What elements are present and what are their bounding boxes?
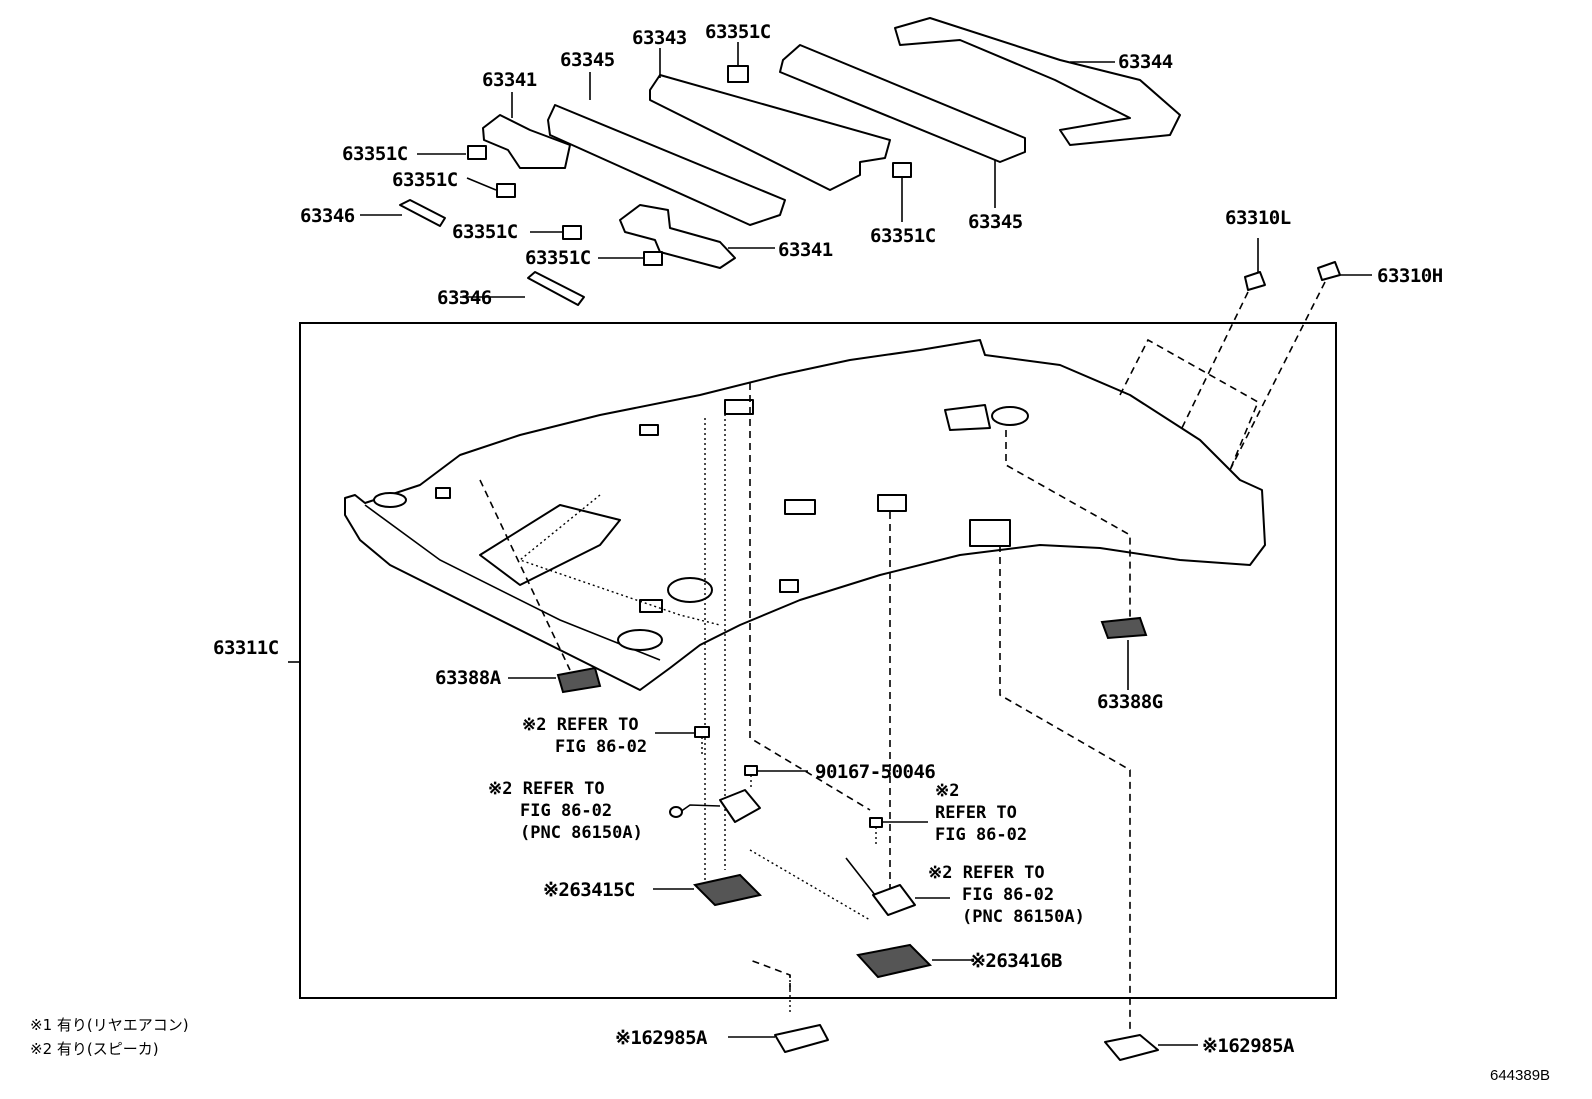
label-63310l: 63310L (1225, 207, 1291, 229)
label-63311c: 63311C (213, 637, 279, 659)
ref2-line2: FIG 86-02 (520, 801, 612, 821)
ref3-line2: REFER TO (935, 803, 1017, 823)
part-63416b-grille (856, 943, 972, 979)
label-63351c-b: 63351C (392, 169, 458, 191)
screw-90167-50046 (744, 765, 808, 790)
part-63351c-clips (467, 65, 912, 266)
label-63344: 63344 (1118, 51, 1173, 73)
ref4-line2: FIG 86-02 (962, 885, 1054, 905)
label-63341-mid: 63341 (778, 239, 833, 261)
ref1-line1: ※2 REFER TO (522, 715, 639, 735)
speaker-bracket-left (669, 789, 761, 823)
label-63351c-a: 63351C (342, 143, 408, 165)
ref3-line1: ※2 (935, 781, 959, 801)
label-63351c-c: 63351C (452, 221, 518, 243)
label-63310h: 63310H (1377, 265, 1443, 287)
part-63310h-clip (1317, 261, 1372, 281)
part-63344-pad (894, 17, 1181, 146)
label-62985a-right: ※162985A (1202, 1035, 1295, 1057)
part-63345-right-pad (779, 44, 1026, 163)
ref1-line2: FIG 86-02 (555, 737, 647, 757)
label-63388a: 63388A (435, 667, 502, 689)
label-63388g: 63388G (1097, 691, 1163, 713)
part-63310l-clip (1244, 238, 1266, 291)
screw-fig86-02-right (869, 817, 928, 845)
clip-dashed-lines (1119, 281, 1326, 471)
label-63343: 63343 (632, 27, 687, 49)
ref4-line3: (PNC 86150A) (962, 907, 1085, 927)
part-63388g-bracket (1100, 616, 1148, 690)
footnote-2: ※2 有り(スピーカ) (30, 1040, 159, 1058)
part-63346-strips (399, 199, 585, 306)
part-63341-upper-pad (482, 114, 571, 169)
connector-dashed-lines (479, 383, 1131, 1030)
label-63415c: ※263415C (543, 879, 635, 901)
ref2-line3: (PNC 86150A) (520, 823, 643, 843)
label-63346-a: 63346 (300, 205, 355, 227)
part-63388a-bracket (508, 666, 602, 694)
label-63351c-e: 63351C (870, 225, 936, 247)
label-90167-50046: 90167-50046 (815, 761, 935, 783)
part-63345-left-pad (547, 104, 786, 226)
figure-id: 644389B (1490, 1067, 1550, 1084)
headliner-frame (299, 322, 1337, 999)
part-62985a-left-cover (728, 1024, 829, 1053)
ref3-line3: FIG 86-02 (935, 825, 1027, 845)
label-63346-b: 63346 (437, 287, 492, 309)
ref2-line1: ※2 REFER TO (488, 779, 605, 799)
speaker-bracket-right (845, 857, 950, 916)
part-63343-pad (649, 74, 891, 191)
label-63351c-top: 63351C (705, 21, 771, 43)
ref4-line1: ※2 REFER TO (928, 863, 1045, 883)
label-63416b: ※263416B (970, 950, 1062, 972)
label-62985a-left: ※162985A (615, 1027, 708, 1049)
label-63351c-d: 63351C (525, 247, 591, 269)
part-63341-lower-pad (619, 204, 736, 269)
label-63341-top: 63341 (482, 69, 537, 91)
label-63345-right: 63345 (968, 211, 1023, 233)
part-63415c-grille (653, 873, 762, 907)
label-63345-top: 63345 (560, 49, 615, 71)
screw-fig86-02-left (655, 726, 710, 755)
footnote-1: ※1 有り(リヤエアコン) (30, 1016, 189, 1034)
upper-leader-lines (360, 42, 1115, 298)
part-62985a-right-cover (1104, 1034, 1198, 1061)
